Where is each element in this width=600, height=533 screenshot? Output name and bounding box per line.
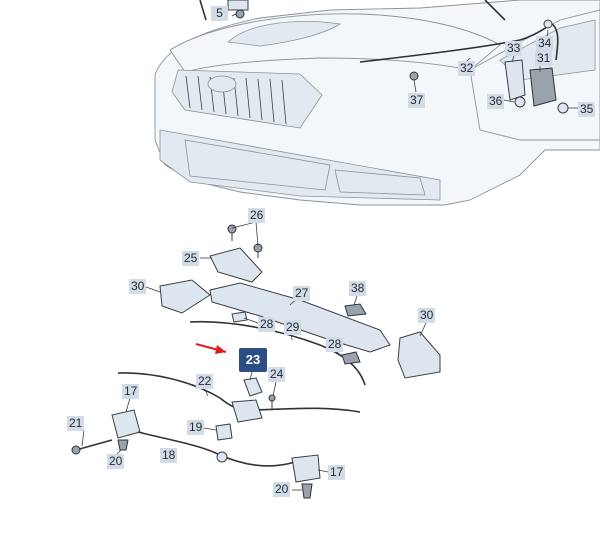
hood-strut-left [199, 0, 249, 21]
rivet-20-right [301, 483, 313, 499]
callout-27[interactable]: 27 [293, 286, 311, 301]
callout-20-right[interactable]: 20 [273, 482, 291, 497]
bolt-21 [71, 439, 113, 455]
clip-28-upper [231, 311, 248, 323]
callout-17-left[interactable]: 17 [122, 384, 140, 399]
lock-17-right [291, 454, 321, 483]
callout-36[interactable]: 36 [487, 94, 505, 109]
callout-21[interactable]: 21 [67, 416, 85, 431]
grille [185, 75, 287, 125]
callout-17-right[interactable]: 17 [328, 465, 346, 480]
callout-18[interactable]: 18 [160, 448, 178, 463]
screw-26 [227, 224, 263, 258]
callout-37[interactable]: 37 [408, 93, 426, 108]
screw-24 [268, 394, 276, 410]
cover-30-right [397, 331, 441, 379]
callout-29[interactable]: 29 [284, 320, 302, 335]
cable-connector-23 [231, 377, 263, 423]
seal-38 [344, 303, 367, 317]
lock-bolt [409, 71, 419, 81]
callout-5[interactable]: 5 [211, 6, 228, 21]
callout-33[interactable]: 33 [505, 41, 523, 56]
callout-31[interactable]: 31 [535, 51, 553, 66]
cover-30-left [159, 279, 211, 314]
callout-28-upper[interactable]: 28 [258, 317, 276, 332]
hood-lock [504, 59, 569, 114]
callout-20-left[interactable]: 20 [107, 454, 125, 469]
callout-24[interactable]: 24 [268, 367, 286, 382]
water-box-cover-27 [209, 282, 391, 353]
lock-17-left [111, 409, 141, 439]
callout-38[interactable]: 38 [349, 281, 367, 296]
callout-28-lower[interactable]: 28 [326, 337, 344, 352]
callout-22[interactable]: 22 [196, 374, 214, 389]
callout-26[interactable]: 26 [248, 208, 266, 223]
callout-23-highlighted[interactable]: 23 [239, 348, 267, 372]
callout-25[interactable]: 25 [182, 251, 200, 266]
clip-19 [215, 423, 233, 441]
rivet-20-left [117, 439, 129, 451]
callout-30-right[interactable]: 30 [418, 308, 436, 323]
hood-strut-right [484, 0, 506, 21]
water-box-bracket-25 [209, 247, 263, 283]
callout-34[interactable]: 34 [536, 36, 554, 51]
callout-35[interactable]: 35 [578, 102, 596, 117]
callout-30-left[interactable]: 30 [129, 279, 147, 294]
callout-19[interactable]: 19 [187, 420, 205, 435]
hood-release-cable-upper [359, 23, 559, 63]
clip-28-lower [341, 351, 361, 365]
seal-strip-29 [189, 320, 366, 386]
callout-32[interactable]: 32 [458, 61, 476, 76]
pointer-arrow [195, 343, 227, 354]
